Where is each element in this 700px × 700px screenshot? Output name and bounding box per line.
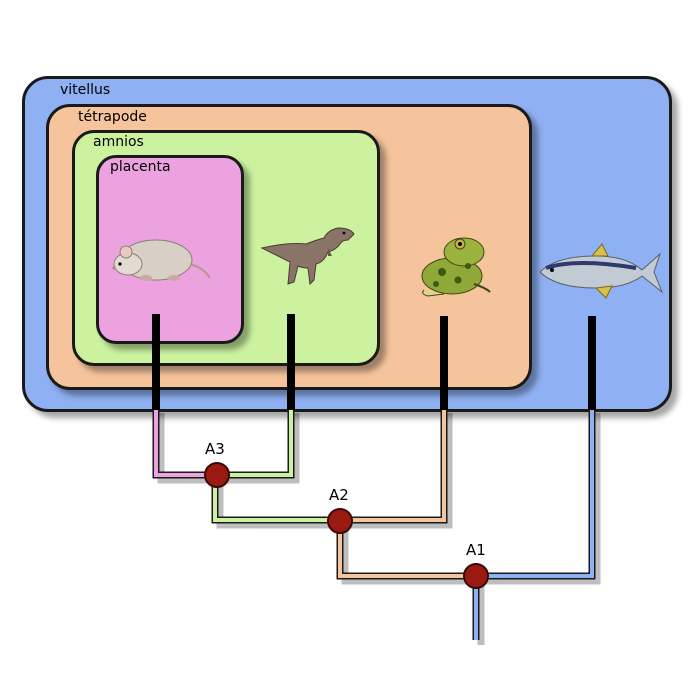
- vitellus-label: vitellus: [60, 82, 111, 98]
- tetrapode-label: tétrapode: [78, 109, 147, 125]
- placenta-label: placenta: [110, 159, 171, 175]
- node-label-a3: A3: [205, 440, 225, 458]
- amnios-label: amnios: [93, 134, 144, 150]
- node-a2: [327, 508, 353, 534]
- node-label-a1: A1: [466, 541, 486, 559]
- frog-icon: [421, 237, 491, 297]
- node-label-a2: A2: [329, 486, 349, 504]
- dinosaur-icon: [260, 227, 355, 286]
- node-a3: [204, 462, 230, 488]
- mouse-icon: [112, 239, 211, 281]
- tuna-fish-icon: [539, 243, 664, 299]
- node-a1: [463, 563, 489, 589]
